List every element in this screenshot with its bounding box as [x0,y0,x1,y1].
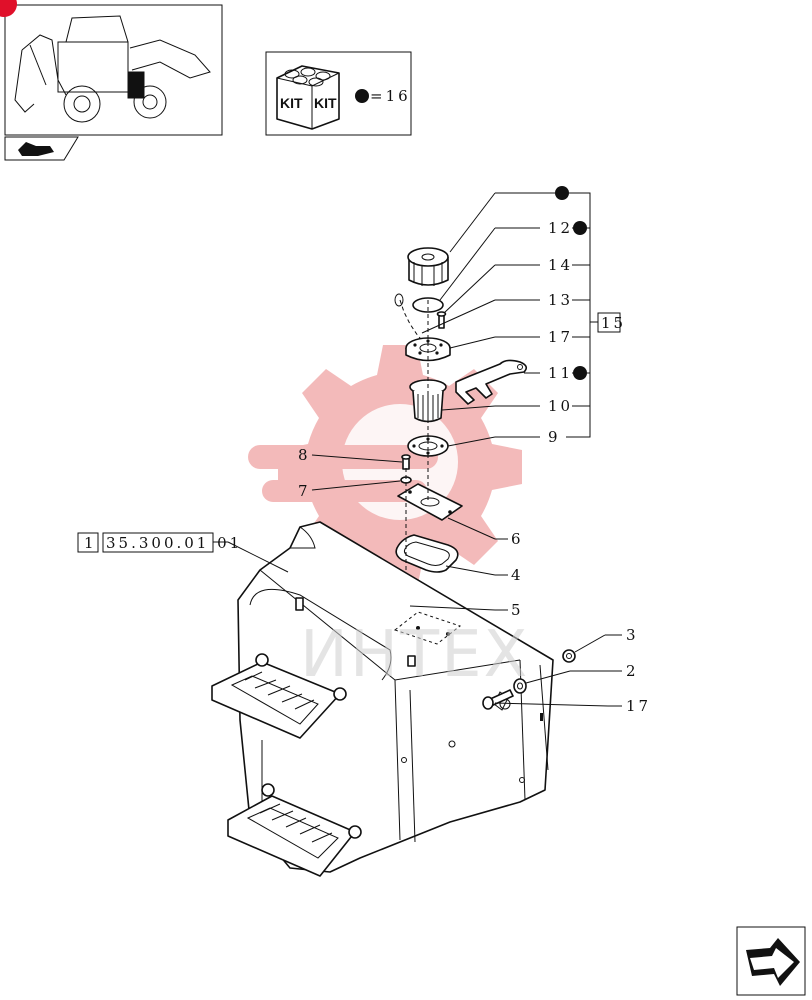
callout-label: 14 [548,256,573,274]
callout-7[interactable]: 7 [298,480,401,500]
callout-10[interactable]: 10 [441,397,573,415]
screw-14[interactable] [436,311,447,329]
kit-text-right: KIT [314,95,337,111]
filler-neck-flange[interactable] [405,337,451,362]
group-label: 15 [601,314,626,332]
callout-17-top[interactable]: 17 [449,328,573,349]
o-ring-seal[interactable] [412,297,444,313]
callout-label: 3 [626,626,639,644]
callout-label: 11 [548,364,573,382]
upper-step[interactable] [211,653,347,739]
callout-label: 7 [298,482,311,500]
callout-label: 2 [626,662,639,680]
corner-badge-icon [0,0,17,17]
kit-dot-icon [355,89,369,103]
callout-label: 10 [548,397,573,415]
pen-hand-icon [18,142,54,156]
reference-code: 35.300.01 01 [106,534,242,552]
fuel-cap[interactable] [407,247,449,286]
callout-label: 13 [548,291,573,309]
gasket-9[interactable] [407,435,449,457]
reference-index: 1 [84,534,97,552]
next-page-button[interactable] [736,926,806,996]
tab-flag [4,136,79,161]
kit-text-left: KIT [280,95,303,111]
reference-box[interactable]: 1 35.300.01 01 [77,532,289,573]
spanner-wrench[interactable] [455,359,528,405]
watermark-text: ИНТЕХ [300,618,529,692]
callout-13[interactable]: 13 [421,291,573,334]
screw-8[interactable] [401,454,411,470]
nut-3[interactable] [562,649,576,663]
callout-3[interactable]: 3 [574,626,639,653]
lower-step[interactable] [227,783,362,877]
callout-12[interactable]: 12 [439,219,587,301]
callout-4[interactable]: 4 [445,565,524,584]
callout-label: 8 [298,446,311,464]
callout-label: 6 [511,530,524,548]
callout-17-bottom[interactable]: 17 [494,697,651,715]
machine-thumbnail[interactable] [0,0,223,161]
mounting-plate[interactable] [397,483,463,521]
reference-index-box [77,532,99,553]
callout-label: 17 [548,328,573,346]
callout-label: 4 [511,566,524,584]
callout-label: 17 [626,697,651,715]
backhoe-loader-icon [14,15,211,123]
callout-11[interactable]: 11 [524,364,587,382]
pin-plug-small [295,597,416,667]
kit-legend: KIT KIT =16 [265,51,412,136]
washer-2[interactable] [513,678,527,694]
callout-2[interactable]: 2 [525,662,639,684]
callout-11-kit-dot-icon [573,366,587,380]
callout-14[interactable]: 14 [443,256,573,314]
bolt-17[interactable] [482,689,514,710]
callout-5[interactable]: 5 [409,601,524,619]
callout-9[interactable]: 9 [447,428,561,447]
group-label-box [597,312,621,333]
kit-equals-text: =16 [370,87,411,105]
callout-label: 12 [548,219,573,237]
callout-label: 9 [548,428,561,446]
callout-6[interactable]: 6 [447,517,524,548]
callout-12-kit-dot-icon [573,221,587,235]
cap-kit-dot-icon [555,186,569,200]
kit-box-icon [276,65,340,130]
callout-label: 5 [511,601,524,619]
callout-8[interactable]: 8 [298,446,403,464]
